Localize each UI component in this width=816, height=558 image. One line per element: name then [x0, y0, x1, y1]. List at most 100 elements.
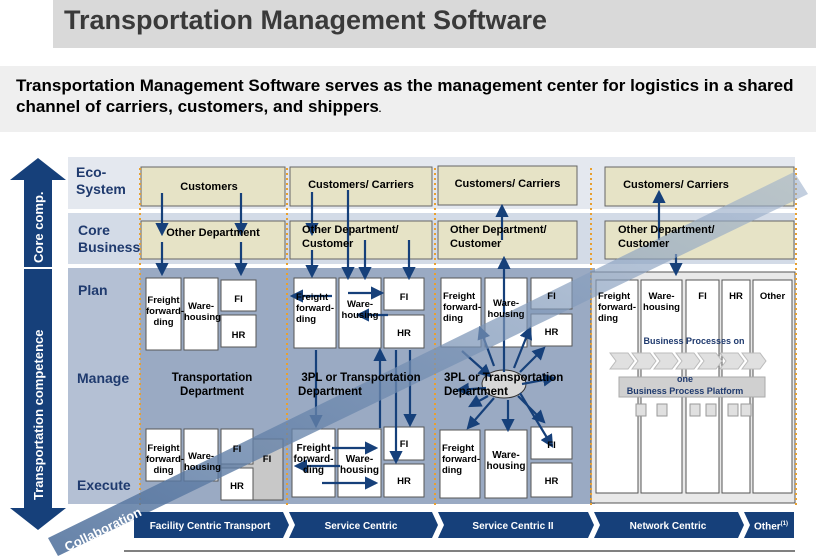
c3-hr-plan-label: HR [544, 327, 559, 338]
row-label-execute: Execute [77, 477, 131, 493]
core-label-4a: Other Department/ [618, 224, 715, 236]
c3-freight-exec-l3: ding [442, 465, 463, 476]
c2-freight-exec-l2: forward- [293, 454, 334, 465]
row-label-manage: Manage [77, 370, 130, 386]
c2-freight-exec-l1: Freight [296, 443, 331, 454]
process-chevrons [609, 352, 767, 370]
c1-freight-plan-l2: forward- [146, 306, 184, 317]
c2-hr-plan [383, 314, 425, 349]
subtitle-background [0, 66, 816, 132]
c1-freight-plan-l3: ding [153, 317, 174, 328]
c1-warehouse-plan [183, 277, 219, 351]
c4-warehouse-label: Ware-housing [641, 291, 682, 313]
c3-warehouse-exec-label: Ware-housing [485, 450, 527, 472]
c1-warehouse-plan-l2: housing [184, 312, 221, 323]
eco-label-3: Customers/ Carriers [454, 178, 561, 190]
c1-warehouse-exec-label: Ware-housing [184, 451, 221, 473]
c1-fi-plan [220, 279, 257, 312]
c2-freight-exec-l3: ding [302, 465, 325, 476]
eco-box-3 [437, 165, 578, 206]
bp-label-1: Business Processes on [643, 336, 745, 346]
c4-hr-label: HR [729, 291, 743, 302]
c3-freight-exec-l1: Freight [442, 443, 475, 454]
row-label-eco-2: System [76, 181, 126, 197]
c2-freight-plan-l3: ding [296, 314, 317, 325]
footer-label-4: Network Centric [629, 521, 707, 532]
c2-fi-plan-label: FI [399, 292, 409, 303]
c2-warehouse-exec-l1: Ware- [345, 454, 374, 465]
c1-warehouse-exec-l2: housing [184, 462, 221, 473]
c2-manage-label-2: Department [298, 386, 362, 398]
column-separators [139, 168, 797, 506]
core-box-3 [437, 220, 578, 260]
c2-freight-plan-l2: forward- [296, 303, 334, 314]
c1-freight-exec [145, 428, 182, 482]
c3-manage-label-2: Department [444, 386, 508, 398]
c3-warehouse-plan-l2: housing [487, 309, 525, 320]
bp-label-2: one [676, 374, 693, 384]
c1-warehouse-plan-label: Ware-housing [184, 301, 221, 323]
c4-other-label: Other [759, 291, 786, 302]
c3-hr-exec-label: HR [544, 476, 559, 487]
c2-warehouse-plan-label: Ware-housing [339, 299, 381, 321]
c3-warehouse-exec-l2: housing [486, 461, 526, 472]
row-label-core-1: Core [78, 222, 110, 238]
c4-warehouse-l2: housing [643, 302, 680, 313]
core-label-3a: Other Department/ [450, 224, 547, 236]
row-label-core-2: Business [78, 239, 141, 255]
c3-freight-exec-l2: forward- [442, 454, 480, 465]
c1-fi-exec-outer-label: FI [262, 454, 272, 465]
subtitle-period: . [378, 104, 382, 114]
c1-freight-exec-l3: ding [153, 465, 174, 476]
core-label-2b: Customer [302, 238, 354, 250]
c2-warehouse-exec-l2: housing [340, 465, 379, 476]
c2-warehouse-exec-label: Ware-housing [338, 454, 381, 476]
c1-warehouse-plan-l1: Ware- [187, 301, 215, 312]
c1-warehouse-exec-l1: Ware- [187, 451, 215, 462]
c1-freight-plan [145, 277, 182, 351]
page-title: Transportation Management Software [64, 5, 548, 35]
c1-fi-exec-label: FI [232, 444, 242, 455]
row-label-eco-1: Eco- [76, 164, 107, 180]
c3-hr-exec [530, 462, 573, 498]
footer-other-text: Other [753, 521, 781, 533]
platform-squares [635, 403, 752, 417]
row-label-band [68, 268, 140, 504]
eco-box-2 [289, 166, 433, 207]
c2-hr-exec-label: HR [397, 476, 411, 487]
c1-hr-plan [220, 314, 257, 348]
header-title-background [53, 0, 816, 48]
footer-other-sup: (1) [780, 521, 788, 527]
c2-hr-plan-label: HR [397, 328, 411, 339]
platform-bar [618, 376, 766, 398]
eco-box-1 [140, 166, 286, 207]
c4-fi-label: FI [698, 291, 707, 302]
core-competence-label: Core comp. [31, 191, 46, 263]
c1-freight-exec-l1: Freight [147, 443, 180, 454]
c2-hr-exec [383, 463, 425, 498]
footer-bar [134, 512, 794, 538]
c1-hr-exec-label: HR [230, 481, 244, 492]
core-label-2a: Other Department/ [302, 224, 399, 236]
c3-freight-plan-l3: ding [443, 313, 464, 324]
footer-label-5: Other(1) [748, 521, 794, 532]
bp-label-3: Business Process Platform [626, 386, 744, 396]
eco-label-2: Customers/ Carriers [308, 179, 414, 191]
c2-fi-exec-label: FI [399, 439, 409, 450]
footer-separators [283, 512, 750, 538]
eco-label-1: Customers [180, 181, 238, 193]
transport-competence-label: Transportation competence [31, 329, 46, 500]
c3-warehouse-plan-label: Ware-housing [485, 298, 527, 320]
c2-warehouse-plan-l1: Ware- [346, 299, 374, 310]
c2-manage-label-1: 3PL or Transportation [301, 372, 421, 384]
collaboration-beam [48, 172, 808, 556]
subtitle: Transportation Management Software serve… [16, 75, 806, 120]
footer-label-2: Service Centric [324, 521, 398, 532]
footer-label-1: Facility Centric Transport [149, 521, 271, 532]
